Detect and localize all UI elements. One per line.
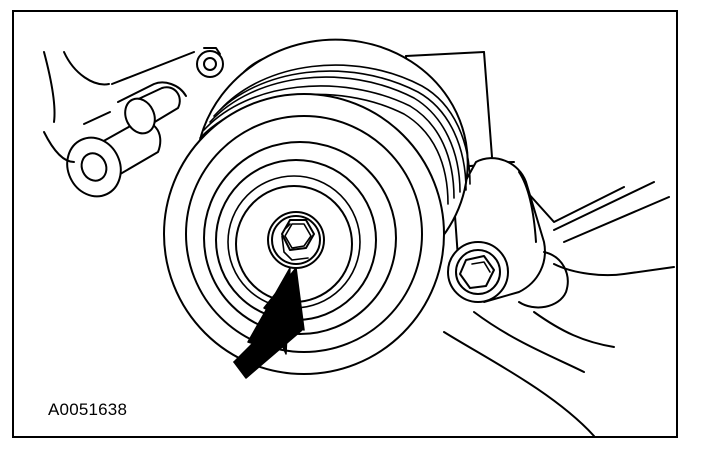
tensioner-bracket (447, 157, 569, 309)
center-bolt (267, 211, 325, 269)
figure-id-label: A0051638 (48, 400, 128, 419)
diagram-frame: A0051638 (12, 10, 678, 438)
upper-left-components (43, 41, 355, 198)
pointer-arrow (233, 267, 305, 379)
pulley-illustration (43, 38, 675, 436)
